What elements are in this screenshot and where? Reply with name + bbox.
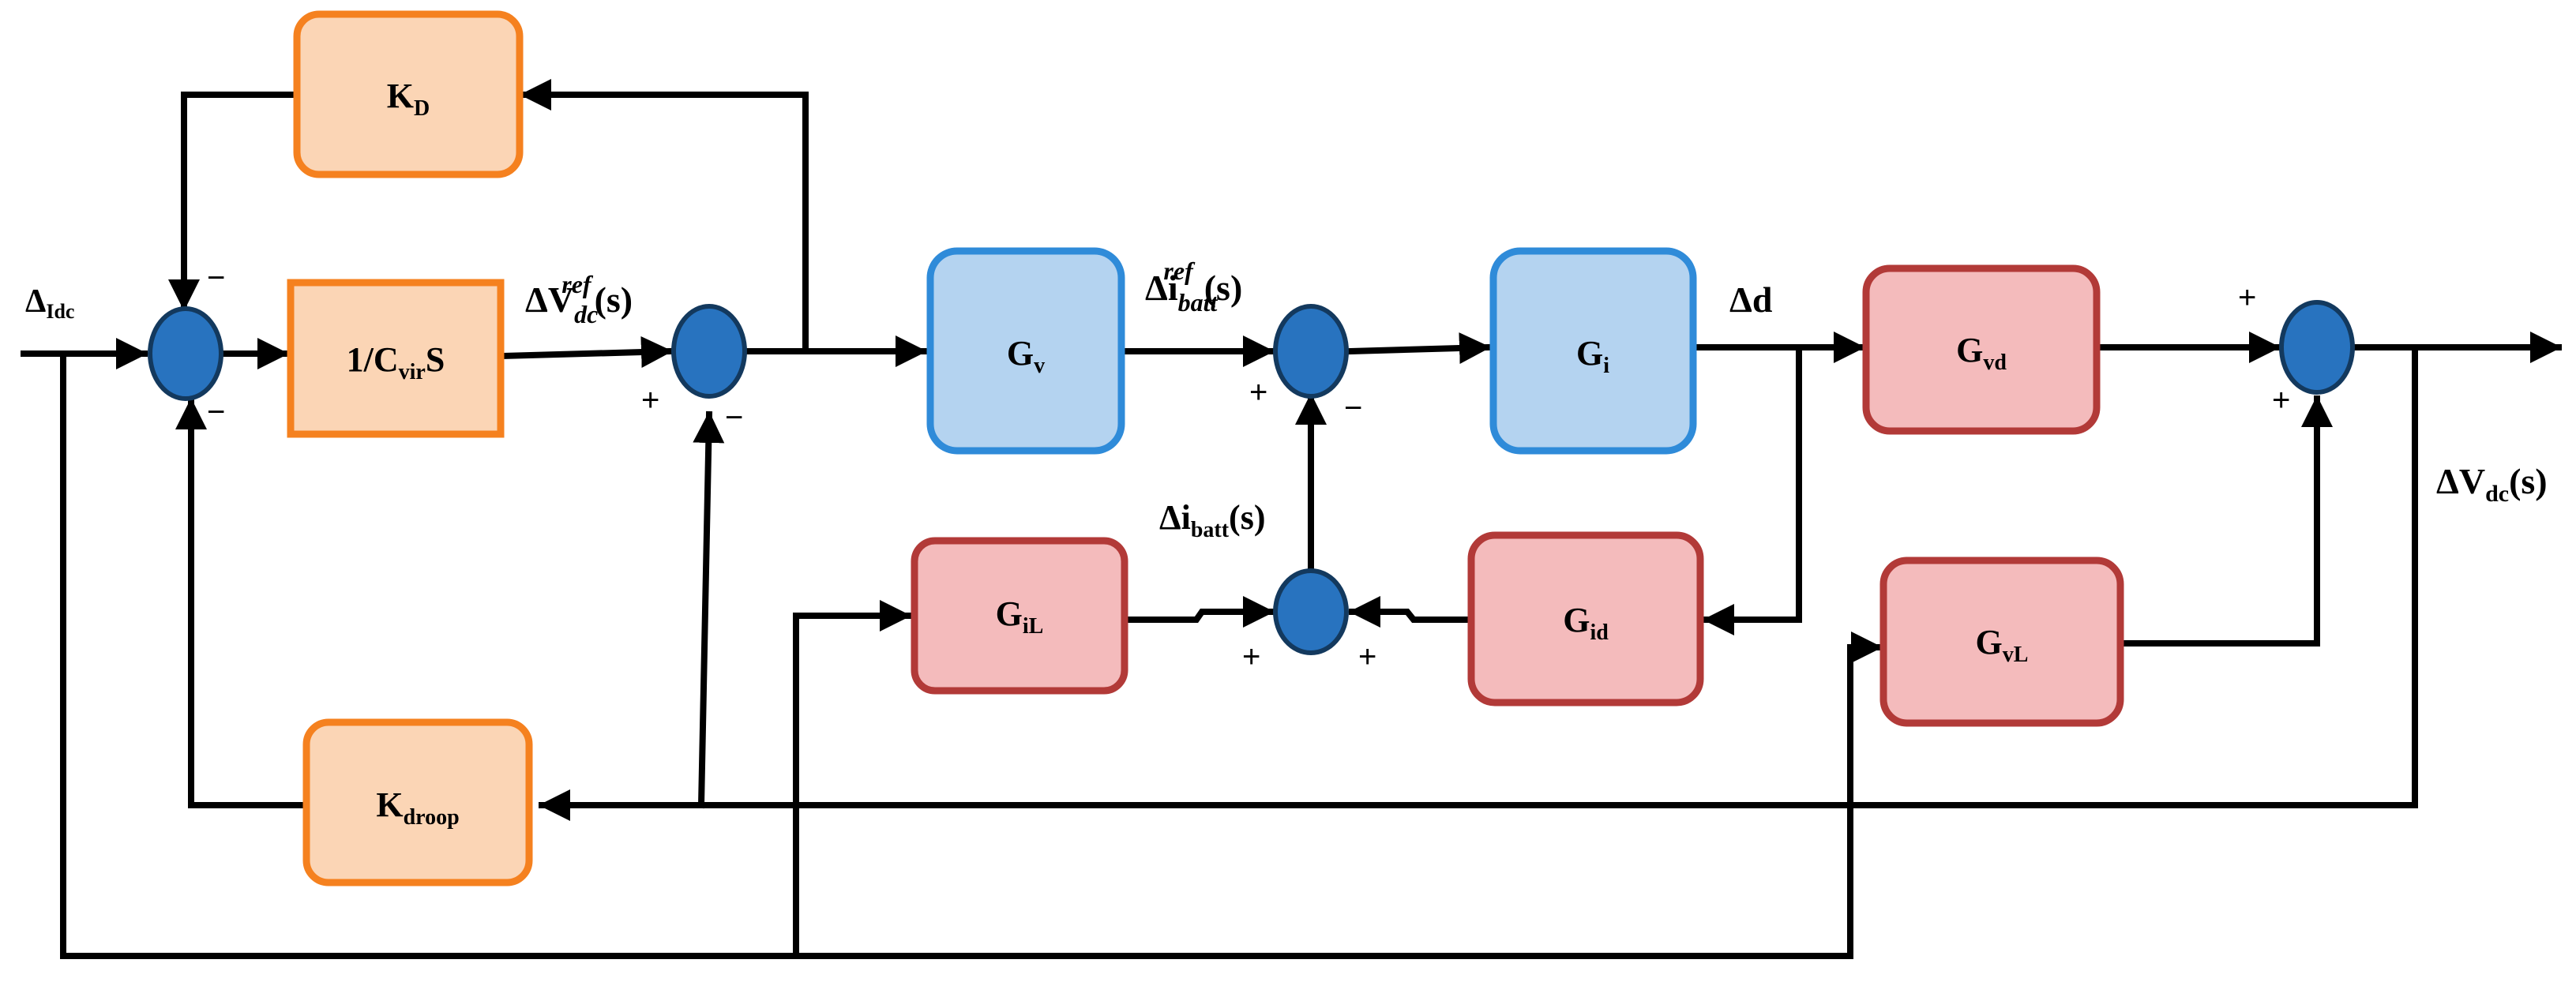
label-vdc-ref-post: (s) — [595, 279, 633, 320]
label-input: ΔIdc — [25, 283, 74, 323]
sign-s2-left: + — [641, 383, 659, 418]
block-gvd-main: G — [1956, 331, 1983, 369]
junction-signs: − − + − + − + + + + — [207, 260, 2290, 674]
summing-junction-1 — [148, 306, 223, 401]
block-gid[interactable]: Gid — [1467, 531, 1704, 707]
block-gv-sub: v — [1034, 354, 1045, 378]
block-gid-main: G — [1563, 601, 1590, 639]
block-gvl[interactable]: GvL — [1879, 557, 2124, 727]
svg-text:Gid: Gid — [1563, 601, 1609, 645]
wire-gid-to-s4 — [1349, 596, 1470, 628]
block-kdroop[interactable]: Kdroop — [302, 718, 533, 886]
label-output-main: ΔV — [2436, 461, 2485, 501]
label-vdc-ref: ΔVdcref(s) — [525, 270, 633, 328]
wire-output-feedback — [539, 344, 2418, 821]
block-kdroop-sub: droop — [404, 805, 460, 830]
label-ibatt: Δibatt(s) — [1159, 498, 1265, 542]
sign-s4-left: + — [1242, 639, 1260, 674]
sign-s3-right: − — [1344, 391, 1362, 425]
summing-junctions — [148, 300, 2355, 655]
block-gv-main: G — [1007, 334, 1034, 373]
label-output-post: (s) — [2509, 461, 2548, 501]
sign-s1-bottom: − — [207, 395, 225, 429]
svg-text:1/CvirS: 1/CvirS — [347, 340, 445, 384]
label-ibatt-main: Δi — [1159, 498, 1191, 537]
svg-text:Gv: Gv — [1007, 334, 1045, 378]
summing-junction-5 — [2279, 300, 2355, 395]
summing-junction-4 — [1273, 568, 1349, 655]
block-kd-sub: D — [414, 96, 430, 121]
block-gil[interactable]: GiL — [911, 537, 1128, 695]
wire-d-to-gid — [1703, 344, 1802, 635]
wire-input-bottom-loop — [60, 350, 1883, 959]
block-cvir[interactable]: 1/CvirS — [287, 279, 505, 438]
label-ibatt-ref-post: (s) — [1204, 268, 1243, 308]
sign-s4-right: + — [1358, 639, 1376, 674]
label-vdc-ref-sup: ref — [561, 270, 594, 298]
block-gvl-sub: vL — [2003, 643, 2029, 667]
summing-junction-3 — [1273, 304, 1349, 399]
sign-s1-top: − — [207, 260, 225, 295]
block-gi-main: G — [1576, 334, 1603, 373]
block-gid-sub: id — [1590, 620, 1609, 645]
block-gv[interactable]: Gv — [926, 247, 1125, 455]
sign-s3-left: + — [1249, 375, 1267, 410]
block-kd[interactable]: KD — [293, 10, 524, 178]
block-gi-sub: i — [1603, 354, 1609, 378]
label-duty: Δd — [1729, 279, 1773, 320]
label-vdc-ref-sub: dc — [574, 300, 598, 328]
sign-s2-bottom: − — [725, 400, 743, 435]
label-ibatt-post: (s) — [1229, 498, 1265, 537]
label-ibatt-ref-sub: batt — [1178, 288, 1219, 317]
block-gvl-main: G — [1976, 623, 2003, 662]
wire-cvir-to-s2 — [499, 336, 674, 369]
block-gvd-sub: vd — [1983, 350, 2007, 375]
block-kdroop-main: K — [376, 785, 403, 824]
block-gvd[interactable]: Gvd — [1862, 264, 2101, 435]
signal-wires — [21, 79, 2562, 959]
svg-text:Gi: Gi — [1576, 334, 1609, 378]
wire-gvl-to-s5 — [2121, 395, 2333, 647]
svg-text:Kdroop: Kdroop — [376, 785, 459, 830]
summing-junction-2 — [671, 304, 747, 399]
sign-s5-top: + — [2238, 280, 2256, 315]
block-gil-sub: iL — [1023, 614, 1043, 639]
svg-text:KD: KD — [387, 77, 430, 121]
block-gi[interactable]: Gi — [1489, 247, 1697, 455]
block-cvir-pre: 1/C — [347, 340, 399, 379]
label-vdc-ref-main: ΔV — [525, 279, 574, 320]
sign-s5-bottom: + — [2272, 383, 2290, 418]
label-ibatt-sub: batt — [1191, 518, 1230, 542]
signal-labels: ΔIdc ΔVdcref(s) Δibattref(s) Δibatt(s) Δ… — [25, 257, 2548, 542]
label-output: ΔVdc(s) — [2436, 461, 2548, 507]
wire-kdroop-to-s1 — [175, 398, 308, 808]
block-kd-main: K — [387, 77, 414, 115]
label-ibatt-ref-sup: ref — [1163, 257, 1196, 285]
block-gil-main: G — [996, 594, 1023, 633]
block-cvir-post: S — [426, 340, 445, 379]
wire-gil-to-s4 — [1125, 596, 1275, 628]
svg-text:Gvd: Gvd — [1956, 331, 2007, 375]
wire-feedback-to-s2 — [693, 410, 725, 809]
svg-text:GiL: GiL — [996, 594, 1044, 639]
block-cvir-sub: vir — [399, 360, 426, 384]
wire-kd-to-s1 — [168, 92, 300, 311]
wire-kd-feedback — [520, 79, 809, 354]
svg-text:GvL: GvL — [1976, 623, 2029, 667]
label-ibatt-ref: Δibatt ref (s) — [1145, 257, 1242, 317]
label-output-sub: dc — [2485, 481, 2509, 507]
wire-s3-to-gi — [1346, 332, 1492, 365]
wire-to-gil — [793, 600, 911, 959]
label-ibatt-ref-main: Δi — [1145, 268, 1178, 308]
